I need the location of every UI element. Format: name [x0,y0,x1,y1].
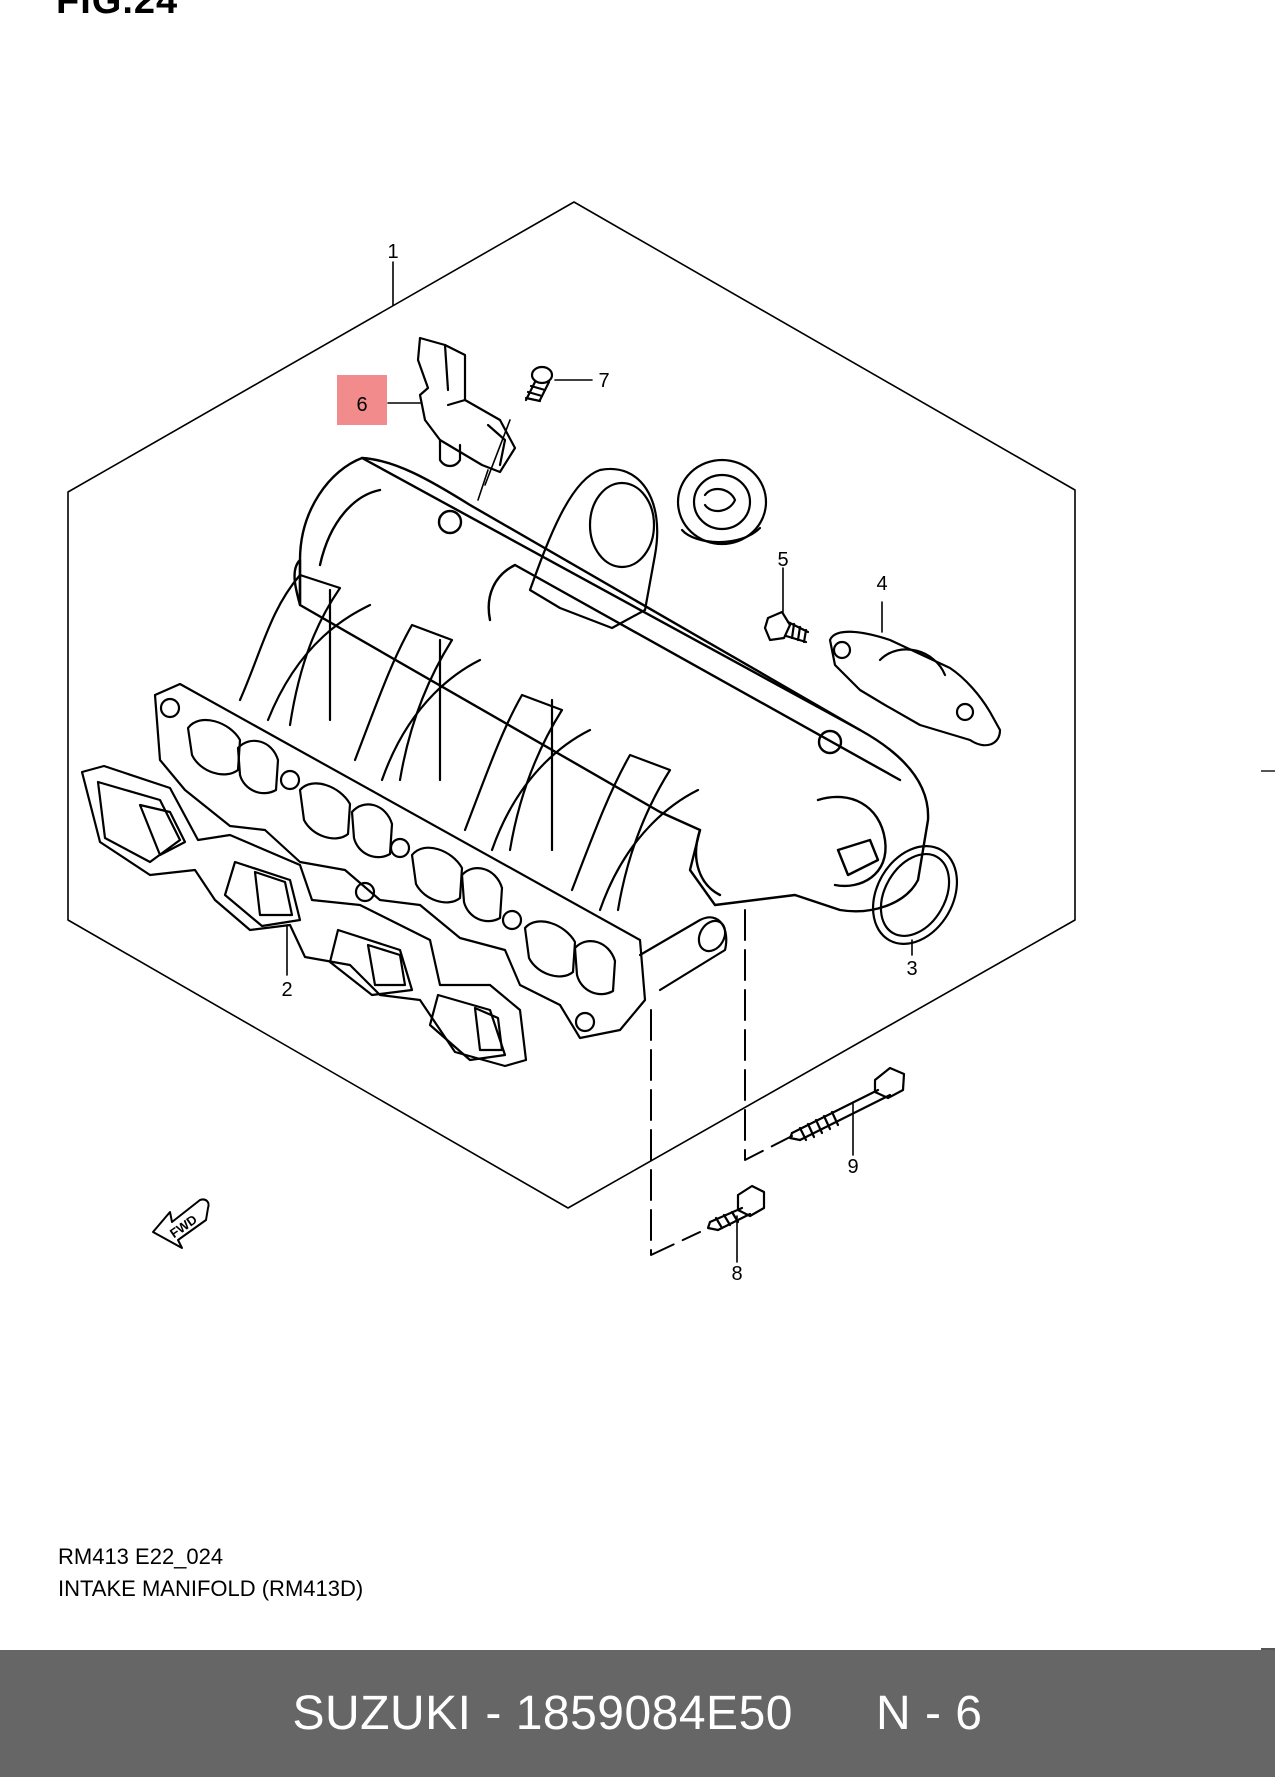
manifold-gasket [80,764,528,1068]
manifold-plenum [293,456,930,913]
tube-stub [638,916,728,992]
callout-1: 1 [387,241,398,263]
intake-sensor [416,336,517,474]
pipe-flange [828,630,1002,747]
callout-3: 3 [906,958,917,980]
footer-part-number: 1859084E50 [515,1687,793,1740]
leader-1-to-plenum [477,469,489,501]
figure-code-caption: RM413 E22_024 [58,1544,224,1569]
leader-6-to-plenum [484,419,511,486]
manifold-flange [153,682,647,1040]
grommet [676,458,768,546]
sensor-screw [524,365,554,403]
short-bolt [706,1184,766,1232]
bolt-alignment-lines [650,909,793,1256]
footer-separator: - [485,1687,502,1740]
callout-6-highlight [337,375,387,425]
edge-tick-bottom [1261,1648,1275,1650]
callout-labels: 1 2 3 4 5 6 7 8 9 [281,241,917,1285]
intake-manifold-diagram: 1 2 3 4 5 6 7 8 9 FWD [67,201,1076,1285]
fwd-arrow-icon: FWD [152,1198,210,1249]
footer-position-label: N - 6 [875,1687,983,1740]
callout-2: 2 [281,979,292,1001]
flange-bolt [763,610,810,644]
edge-tick-top [1261,770,1275,772]
leader-lines [286,261,913,1263]
assembly-boundary-hexagon [67,201,1076,1209]
figure-title: FIG.24 [56,0,179,22]
callout-8: 8 [731,1263,742,1285]
callout-5: 5 [777,549,788,571]
manifold-runners [238,573,700,912]
callout-7: 7 [598,370,609,392]
footer-brand: SUZUKI [292,1687,472,1740]
figure-name-caption: INTAKE MANIFOLD (RM413D) [58,1576,364,1601]
callout-4: 4 [876,573,887,595]
callout-9: 9 [847,1156,858,1178]
throttle-mount-boss [528,467,659,630]
o-ring-gasket [871,845,959,945]
long-bolt [788,1066,906,1142]
callout-6: 6 [356,394,367,416]
part-info-bar: SUZUKI - 1859084E50 N - 6 [0,1650,1275,1777]
